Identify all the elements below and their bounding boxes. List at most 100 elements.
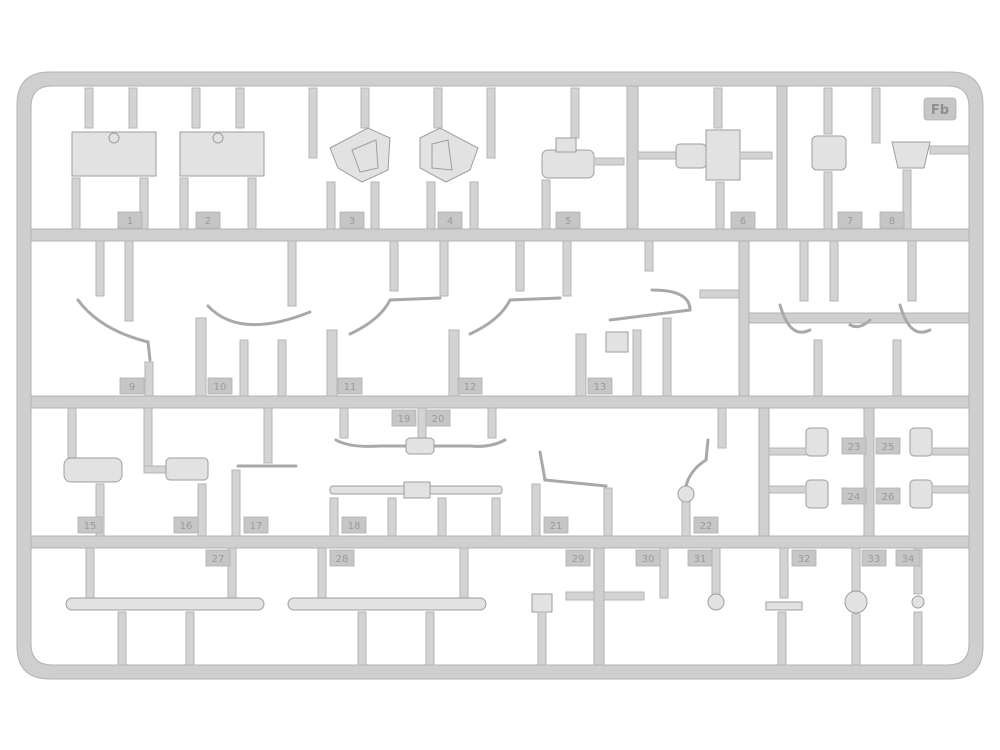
part-number-plate — [437, 211, 463, 229]
part-number-label: 3 — [349, 216, 355, 227]
part-number-tag-19: 19 — [391, 409, 417, 427]
part-number-plate — [341, 516, 367, 534]
part-number-plate — [587, 377, 613, 395]
part-number-plate — [425, 409, 451, 427]
runner-vert-e — [593, 547, 605, 666]
part-number-plate — [207, 377, 233, 395]
part-number-label: 5 — [565, 216, 571, 227]
part-number-label: 10 — [214, 382, 227, 393]
part-number-plate — [875, 437, 901, 455]
part-number-label: 28 — [336, 554, 349, 565]
part-number-plate — [243, 516, 269, 534]
part-number-tag-5: 5 — [555, 211, 581, 229]
part-number-plate — [391, 409, 417, 427]
part-group-8 — [871, 87, 970, 230]
part-number-tag-6: 6 — [730, 211, 756, 229]
part-number-label: 16 — [180, 521, 193, 532]
part-number-label: 24 — [848, 492, 861, 503]
part-number-plate — [841, 487, 867, 505]
part-number-label: 30 — [642, 554, 655, 565]
part-number-label: 9 — [129, 382, 135, 393]
part-group-21 — [531, 450, 613, 537]
part-group-22 — [677, 407, 727, 537]
part-number-plate — [173, 516, 199, 534]
part-number-tag-11: 11 — [337, 377, 363, 395]
part-group-27 — [65, 547, 265, 666]
part-number-label: 12 — [464, 382, 477, 393]
part-group-7 — [811, 87, 847, 230]
part-number-plate — [205, 549, 231, 567]
part-group-15 — [63, 407, 123, 537]
part-number-plate — [837, 211, 863, 229]
part-number-label: 1 — [127, 216, 133, 227]
part-number-plate — [895, 549, 921, 567]
part-number-label: 25 — [882, 442, 895, 453]
part-number-tag-4: 4 — [437, 211, 463, 229]
part-number-tag-23: 23 — [841, 437, 867, 455]
part-group-31 — [707, 547, 725, 611]
part-number-tag-30: 30 — [635, 549, 661, 567]
part-number-label: 11 — [344, 382, 357, 393]
part-number-plate — [555, 211, 581, 229]
part-number-label: 7 — [847, 216, 853, 227]
part-number-label: 21 — [550, 521, 563, 532]
part-number-tag-22: 22 — [693, 516, 719, 534]
part-number-label: 33 — [868, 554, 881, 565]
part-number-label: 31 — [694, 554, 707, 565]
part-number-plate — [875, 487, 901, 505]
part-number-tag-3: 3 — [339, 211, 365, 229]
sprue-code-label: Fb — [931, 103, 949, 118]
part-number-tag-32: 32 — [791, 549, 817, 567]
part-number-label: 4 — [447, 216, 453, 227]
part-number-plate — [329, 549, 355, 567]
part-number-tag-29: 29 — [565, 549, 591, 567]
part-group-34 — [911, 547, 925, 666]
part-number-tag-1: 1 — [117, 211, 143, 229]
part-number-label: 29 — [572, 554, 585, 565]
part-group-17 — [231, 407, 298, 537]
runner-vert-f — [863, 407, 875, 537]
part-number-tag-24: 24 — [841, 487, 867, 505]
part-group-9 — [76, 240, 154, 397]
runner-row-2 — [30, 395, 970, 409]
part-group-29-30 — [531, 547, 669, 666]
part-group-11 — [326, 240, 449, 397]
part-number-tag-21: 21 — [543, 516, 569, 534]
part-number-label: 6 — [740, 216, 746, 227]
part-group-28 — [287, 547, 487, 666]
part-number-tag-28: 28 — [329, 549, 355, 567]
part-group-32 — [765, 547, 803, 666]
part-number-tag-2: 2 — [195, 211, 221, 229]
part-number-plate — [339, 211, 365, 229]
part-number-plate — [687, 549, 713, 567]
part-number-plate — [565, 549, 591, 567]
part-number-plate — [337, 377, 363, 395]
part-number-label: 19 — [398, 414, 411, 425]
part-number-label: 20 — [432, 414, 445, 425]
runner-vert-a — [626, 85, 639, 230]
part-number-tag-10: 10 — [207, 377, 233, 395]
runner-vert-d — [758, 407, 770, 537]
part-number-tag-9: 9 — [119, 377, 145, 395]
part-number-plate — [457, 377, 483, 395]
runner-right-mid — [744, 312, 970, 324]
part-group-13 — [575, 240, 740, 397]
runner-vert-b — [776, 85, 788, 230]
part-number-tag-25: 25 — [875, 437, 901, 455]
part-number-label: 17 — [250, 521, 263, 532]
part-number-tag-27: 27 — [205, 549, 231, 567]
part-group-23-26 — [768, 427, 970, 509]
runner-row-3 — [30, 535, 970, 549]
part-number-plate — [693, 516, 719, 534]
part-number-tag-20: 20 — [425, 409, 451, 427]
part-group-16 — [143, 407, 209, 537]
part-number-tag-16: 16 — [173, 516, 199, 534]
part-group-4 — [419, 87, 496, 230]
part-number-label: 32 — [798, 554, 811, 565]
part-group-2 — [179, 87, 265, 230]
part-number-tag-26: 26 — [875, 487, 901, 505]
part-number-plate — [635, 549, 661, 567]
part-number-plate — [77, 516, 103, 534]
